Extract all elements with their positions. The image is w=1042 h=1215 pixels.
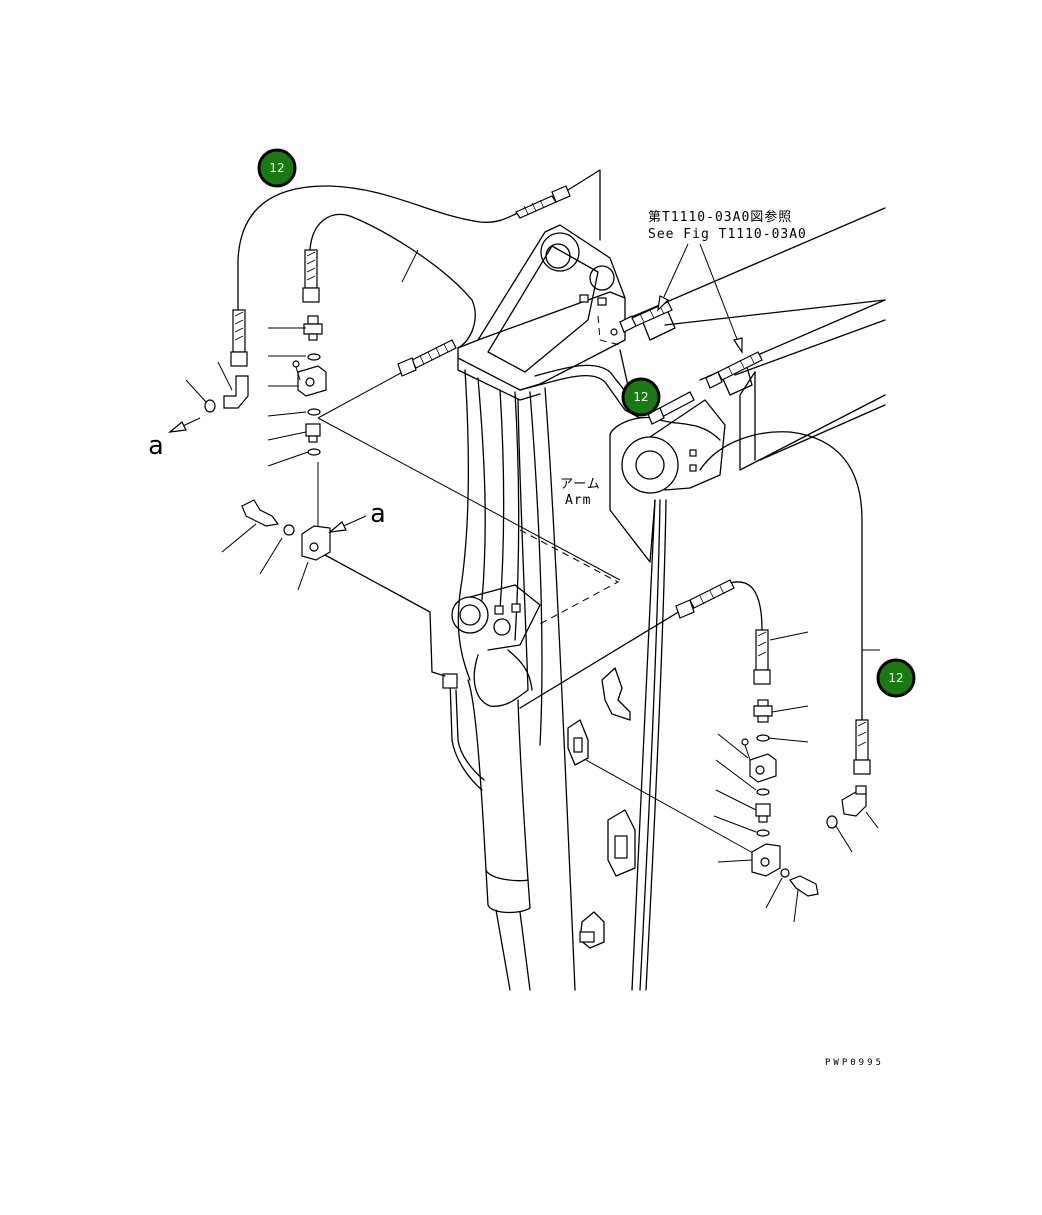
fittings-reference (619, 301, 763, 425)
badge-number: 12 (269, 161, 284, 175)
badge-number: 12 (888, 671, 903, 685)
reference-note-english: See Fig T1110-03A0 (648, 227, 807, 242)
badge-circle (876, 658, 916, 698)
badge-12-right[interactable]: 12 (876, 658, 916, 698)
arm-body (442, 207, 886, 991)
view-letter-right: a (370, 499, 386, 529)
view-letter-left: a (148, 431, 164, 461)
arm-label-japanese: アーム (560, 477, 601, 492)
reference-note-japanese: 第T1110-03A0図参照 (648, 209, 792, 225)
arm-label-english: Arm (565, 493, 591, 508)
badge-circle (621, 377, 661, 417)
drawing-code: PWP0995 (825, 1058, 884, 1068)
badge-circle (257, 148, 297, 188)
fittings-top-left (204, 185, 618, 561)
reference-note: 第T1110-03A0図参照 See Fig T1110-03A0 (648, 209, 807, 242)
fittings-lower-right (675, 579, 871, 897)
badge-12-center[interactable]: 12 (621, 377, 661, 417)
hoses (237, 169, 863, 859)
badge-12-top-left[interactable]: 12 (257, 148, 297, 188)
leader-lines (168, 243, 880, 923)
badge-number: 12 (633, 390, 648, 404)
arm-label: アーム Arm (560, 477, 601, 508)
